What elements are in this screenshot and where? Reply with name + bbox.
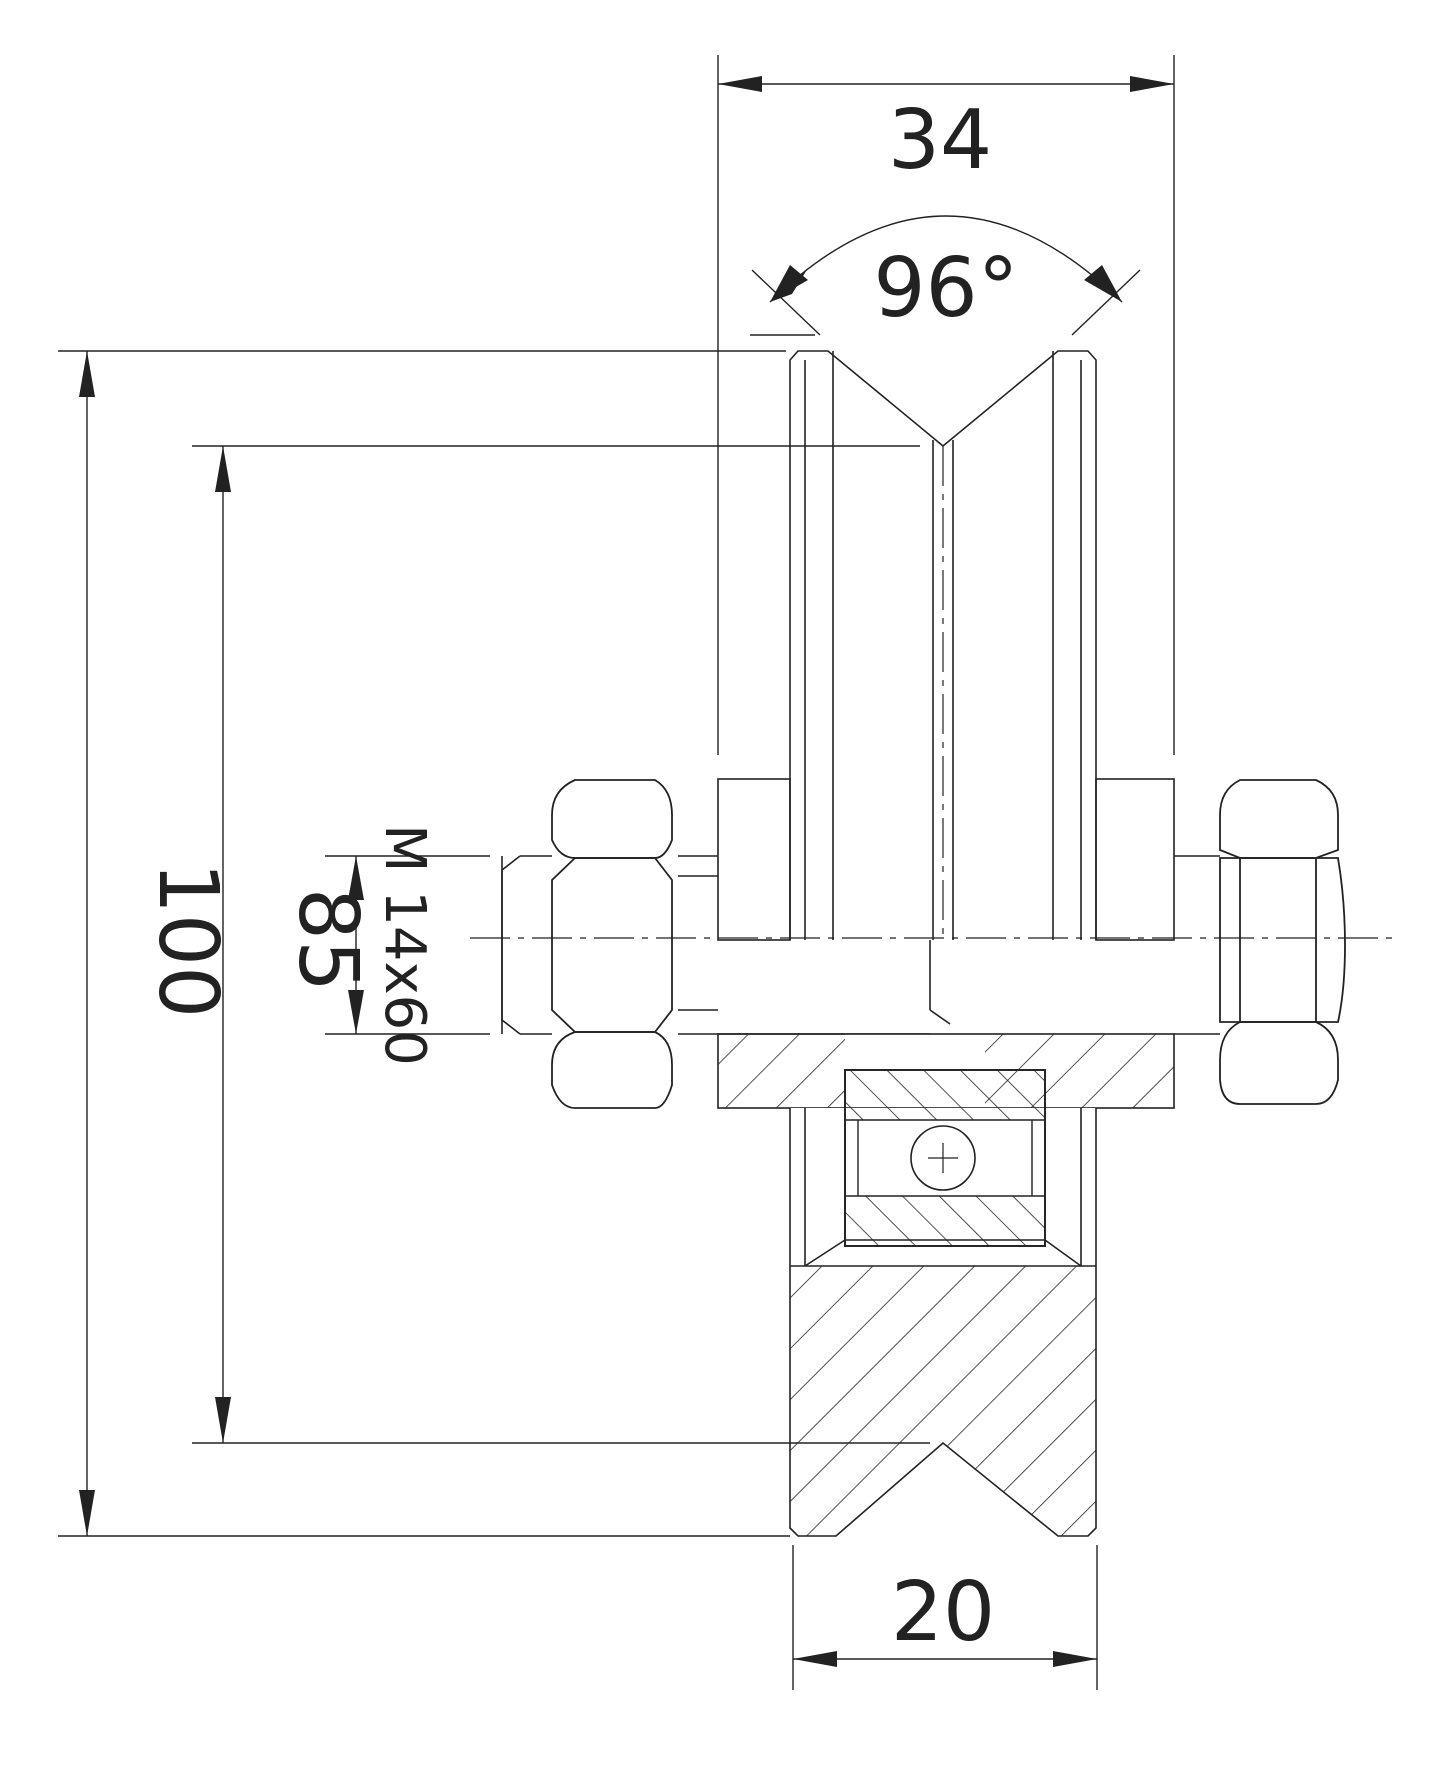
extension-lines [58, 55, 1175, 1690]
ball-bearing [844, 1069, 1046, 1247]
dim-groove-angle: 96° [873, 241, 1018, 336]
dim-total-width: 34 [888, 93, 992, 188]
hex-bolt-head-right [1219, 779, 1346, 1105]
dim-thread-size: M 14x60 [372, 824, 437, 1066]
dim-outer-diameter: 100 [140, 862, 235, 1019]
dimension-lines [86, 83, 1174, 1660]
center-lines [470, 446, 1398, 940]
bushing-upper [717, 778, 1175, 941]
dim-groove-diameter: 85 [280, 888, 375, 992]
bearing-ball [910, 1125, 976, 1191]
bolt-shaft [501, 855, 1220, 1035]
hex-nut-left [551, 779, 673, 1109]
dim-hub-width: 20 [891, 1565, 995, 1660]
arrowheads [79, 76, 1174, 1667]
wheel-upper-half [789, 350, 1097, 940]
